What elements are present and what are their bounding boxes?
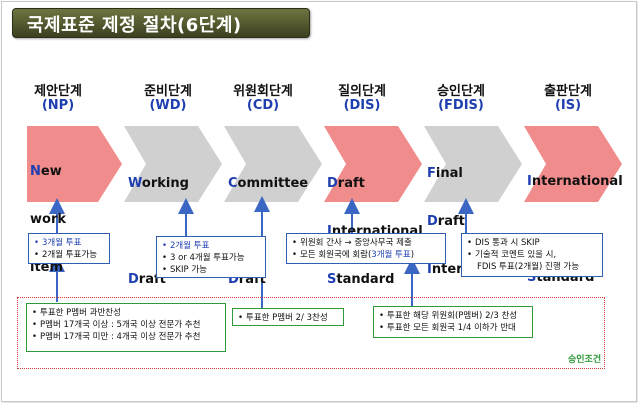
condition-box-cd: 투표한 P멤버 2/ 3찬성 [232,308,344,326]
condition-np-line3: P멤버 17개국 미만 : 4개국 이상 전문가 추천 [32,331,220,343]
note-cd-dis: 위원회 간사 → 중앙사무국 제출 모든 회원국에 회람(3개월 투표) [286,233,446,264]
note-fdis-line1: DIS 통과 시 SKIP [467,237,597,249]
note-cd-dis-line1: 위원회 간사 → 중앙사무국 제출 [292,237,440,249]
stage-name-fdis: 승인단계 [437,84,485,99]
condition-np-line2: P멤버 17개국 이상 : 5개국 이상 전문가 추천 [32,319,220,331]
stage-abbr-fdis: (FDIS) [438,98,484,113]
chevron-fdis [424,126,522,202]
chevron-text-wd: Working Draft [128,176,189,287]
title-bar: 국제표준 제정 절차(6단계) [12,8,310,38]
stage-abbr-cd: (CD) [246,98,280,113]
page-title: 국제표준 제정 절차(6단계) [27,15,242,36]
condition-cd-line1: 투표한 P멤버 2/ 3찬성 [238,312,338,324]
chevron-dis [324,126,422,202]
condition-np-line1: 투표한 P멤버 과반찬성 [32,307,220,319]
note-wd-line3: SKIP 가능 [162,264,260,276]
chevron-text-dis: Draft International Standard [327,176,423,287]
stage-abbr-wd: (WD) [149,98,187,113]
note-wd-line1: 2개월 투표 [162,240,260,252]
chevron-wd [124,126,222,202]
note-np-line1: 3개월 투표 [34,237,104,249]
stage-name-cd: 위원회단계 [233,84,293,99]
note-np-line2: 2개월 투표가능 [34,249,104,261]
chevron-text-cd: Committee Draft [228,176,309,287]
chevron-np [27,126,122,202]
approval-conditions-frame [17,297,605,369]
stage-name-wd: 준비단계 [144,84,192,99]
condition-dis-line1: 투표한 해당 위원회(P멤버) 2/3 찬성 [379,310,527,322]
stage-name-np: 제안단계 [34,84,82,99]
note-cd-dis-line2: 모든 회원국에 회람(3개월 투표) [292,249,440,261]
stage-abbr-dis: (DIS) [343,98,381,113]
note-wd: 2개월 투표 3 or 4개월 투표가능 SKIP 가능 [156,236,266,278]
approval-conditions-label: 승인조건 [568,355,602,365]
note-fdis-line3: FDIS 투표(2개월) 진행 가능 [477,262,580,272]
condition-box-np: 투표한 P멤버 과반찬성 P멤버 17개국 이상 : 5개국 이상 전문가 추천… [26,303,226,352]
chevron-is [524,126,622,202]
chevron-cd [224,126,322,202]
stage-name-is: 출판단계 [544,84,592,99]
note-fdis-line2: 기술적 코멘트 있을 시, [467,249,597,261]
stage-name-dis: 질의단계 [338,84,386,99]
condition-dis-line2: 투표한 모든 회원국 1/4 이하가 반대 [379,322,527,334]
note-fdis: DIS 통과 시 SKIP 기술적 코멘트 있을 시, FDIS 투표(2개월)… [461,233,603,277]
stage-abbr-is: (IS) [554,98,582,113]
note-wd-line2: 3 or 4개월 투표가능 [162,252,260,264]
note-np: 3개월 투표 2개월 투표가능 [28,233,110,264]
condition-box-dis: 투표한 해당 위원회(P멤버) 2/3 찬성 투표한 모든 회원국 1/4 이하… [373,306,533,338]
chevron-text-is: International Standard [527,174,623,285]
stage-abbr-np: (NP) [41,98,75,113]
